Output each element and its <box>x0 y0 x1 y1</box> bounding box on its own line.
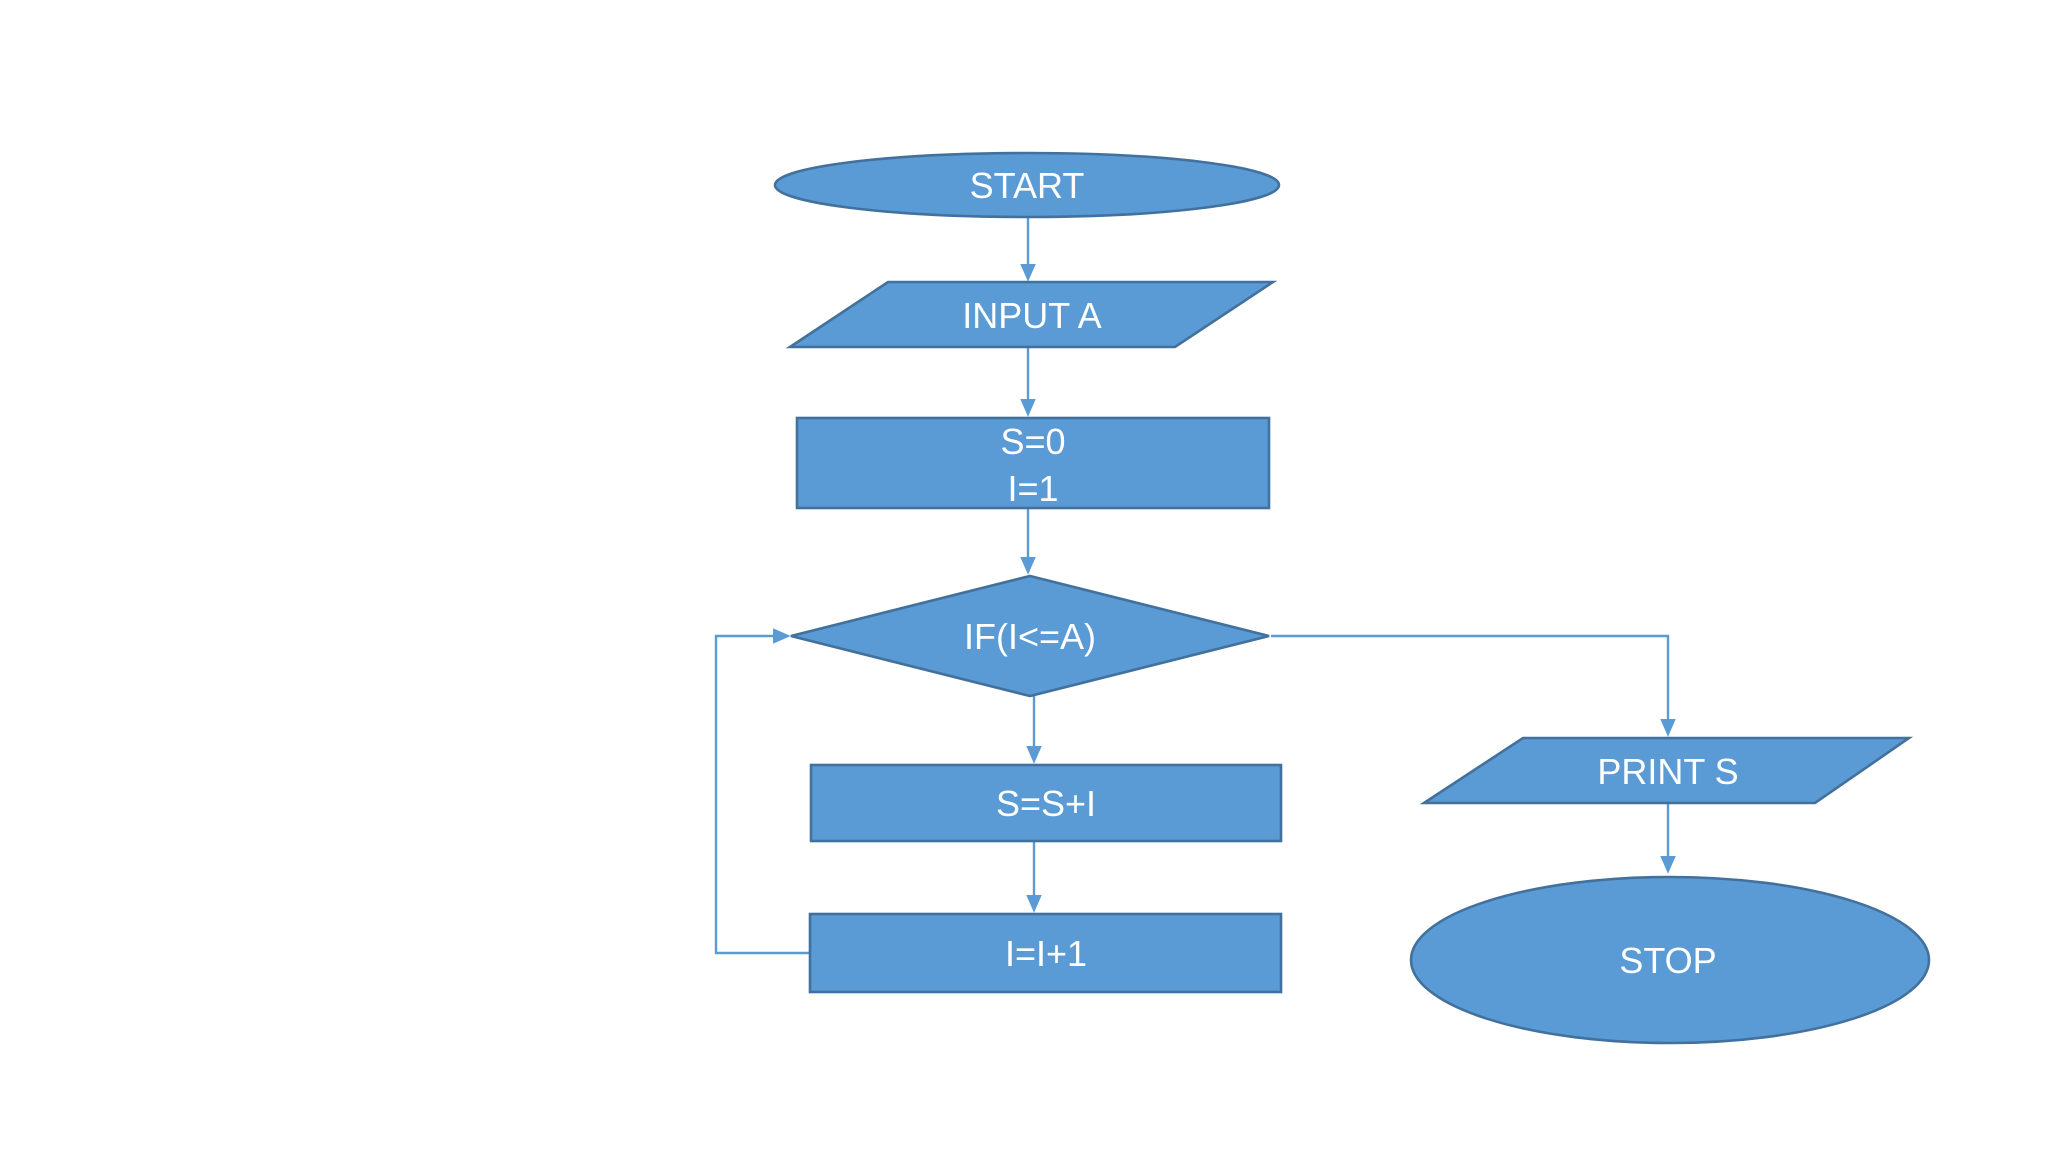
node-increment: I=I+1 <box>808 912 1283 994</box>
init-process-shape <box>795 416 1271 510</box>
node-start: START <box>773 151 1281 219</box>
node-init: S=0 I=1 <box>795 416 1271 510</box>
start-terminator-shape <box>773 151 1281 219</box>
node-stop: STOP <box>1409 875 1931 1045</box>
init-label-line2: I=1 <box>1007 468 1058 509</box>
print-s-parallelogram-shape <box>1419 736 1914 805</box>
print-s-label: PRINT S <box>1597 751 1738 792</box>
input-a-parallelogram-shape <box>785 280 1278 349</box>
node-print-s: PRINT S <box>1419 736 1914 805</box>
node-input-a: INPUT A <box>785 280 1278 349</box>
node-accumulate: S=S+I <box>809 763 1283 843</box>
accumulate-label: S=S+I <box>996 783 1096 824</box>
edge-increment-loopback-to-decision <box>714 628 810 955</box>
increment-process-shape <box>808 912 1283 994</box>
init-label-line1: S=0 <box>1000 421 1065 462</box>
stop-label: STOP <box>1619 940 1716 981</box>
input-a-label: INPUT A <box>962 295 1101 336</box>
decision-diamond-shape <box>790 574 1270 698</box>
accumulate-process-shape <box>809 763 1283 843</box>
node-decision: IF(I<=A) <box>790 574 1270 698</box>
increment-label: I=I+1 <box>1005 933 1087 974</box>
decision-label: IF(I<=A) <box>964 616 1096 657</box>
edge-decision-to-output <box>1271 634 1676 737</box>
start-label: START <box>970 165 1085 206</box>
stop-terminator-shape <box>1409 875 1931 1045</box>
